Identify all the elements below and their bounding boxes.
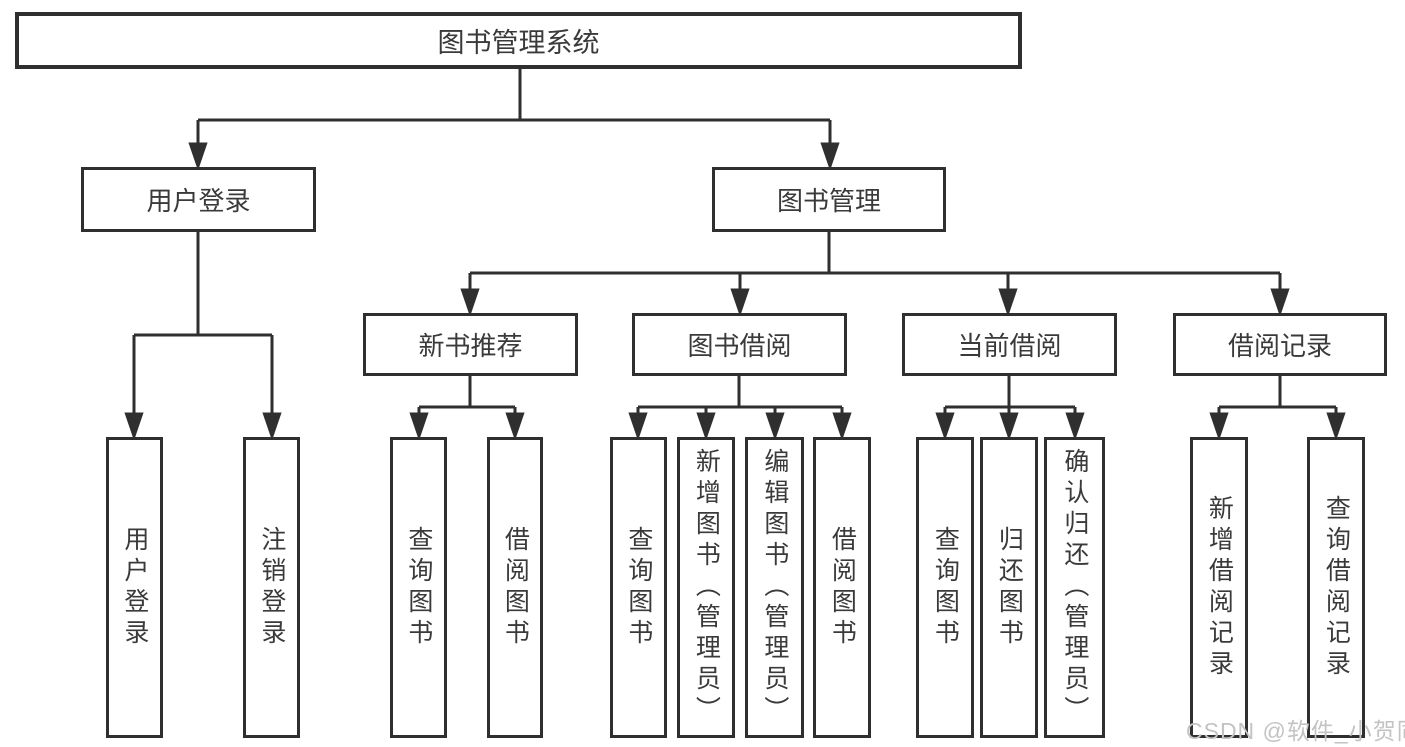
node-leaf-user-login: 用户登录 — [106, 437, 163, 738]
node-leaf-br-query-record-label: 查询借阅记录 — [1322, 494, 1351, 681]
node-leaf-br-query-record: 查询借阅记录 — [1307, 437, 1365, 738]
node-leaf-cb-query-books-label: 查询图书 — [931, 525, 960, 650]
node-borrowing-records-label: 借阅记录 — [1227, 331, 1332, 361]
node-current-borrowing: 当前借阅 — [902, 313, 1117, 376]
node-leaf-cb-return-books-label: 归还图书 — [995, 525, 1024, 650]
node-current-borrowing-label: 当前借阅 — [957, 331, 1062, 361]
node-leaf-user-login-label: 用户登录 — [120, 525, 149, 650]
connector-current-borrowing-group — [935, 376, 1085, 441]
node-leaf-nb-query-books: 查询图书 — [390, 437, 447, 738]
node-leaf-cb-confirm-return-admin: 确认归还（管理员） — [1044, 437, 1105, 738]
connector-root-to-level2 — [188, 66, 840, 171]
node-library-management-system-label: 图书管理系统 — [437, 28, 600, 58]
node-leaf-cb-query-books: 查询图书 — [916, 437, 974, 738]
node-leaf-logout-label: 注销登录 — [257, 525, 286, 650]
node-leaf-bb-borrow-books: 借阅图书 — [813, 437, 871, 738]
node-leaf-bb-edit-books-admin: 编辑图书（管理员） — [745, 437, 804, 738]
connector-book-borrowing-group — [628, 376, 852, 441]
connector-new-book-recommend-group — [409, 376, 525, 441]
node-book-borrowing: 图书借阅 — [632, 313, 847, 376]
connector-user-login-to-leaves — [124, 232, 282, 441]
connector-book-management-to-level3 — [460, 232, 1290, 317]
node-book-management-label: 图书管理 — [776, 186, 881, 216]
node-new-book-recommend-label: 新书推荐 — [418, 331, 523, 361]
node-leaf-br-add-record-label: 新增借阅记录 — [1205, 494, 1234, 681]
node-leaf-nb-query-books-label: 查询图书 — [404, 525, 433, 650]
node-leaf-cb-confirm-return-admin-label: 确认归还（管理员） — [1060, 448, 1089, 727]
node-leaf-br-add-record: 新增借阅记录 — [1190, 437, 1248, 738]
node-book-borrowing-label: 图书借阅 — [687, 331, 792, 361]
node-leaf-cb-return-books: 归还图书 — [980, 437, 1038, 738]
node-library-management-system: 图书管理系统 — [15, 12, 1022, 69]
node-leaf-bb-query-books: 查询图书 — [610, 437, 667, 738]
node-leaf-nb-borrow-books-label: 借阅图书 — [501, 525, 530, 650]
node-leaf-logout: 注销登录 — [243, 437, 300, 738]
node-new-book-recommend: 新书推荐 — [363, 313, 578, 376]
node-leaf-bb-edit-books-admin-label: 编辑图书（管理员） — [760, 448, 789, 727]
node-leaf-bb-borrow-books-label: 借阅图书 — [828, 525, 857, 650]
node-leaf-bb-add-books-admin-label: 新增图书（管理员） — [692, 448, 721, 727]
node-borrowing-records: 借阅记录 — [1173, 313, 1387, 376]
node-leaf-bb-query-books-label: 查询图书 — [624, 525, 653, 650]
connector-borrowing-records-group — [1209, 376, 1346, 441]
csdn-watermark: CSDN @软件_小贺同学 — [1186, 718, 1405, 744]
node-leaf-nb-borrow-books: 借阅图书 — [487, 437, 543, 738]
node-user-login-label: 用户登录 — [146, 186, 251, 216]
node-leaf-bb-add-books-admin: 新增图书（管理员） — [677, 437, 735, 738]
node-user-login: 用户登录 — [81, 167, 316, 232]
node-book-management: 图书管理 — [712, 167, 946, 232]
